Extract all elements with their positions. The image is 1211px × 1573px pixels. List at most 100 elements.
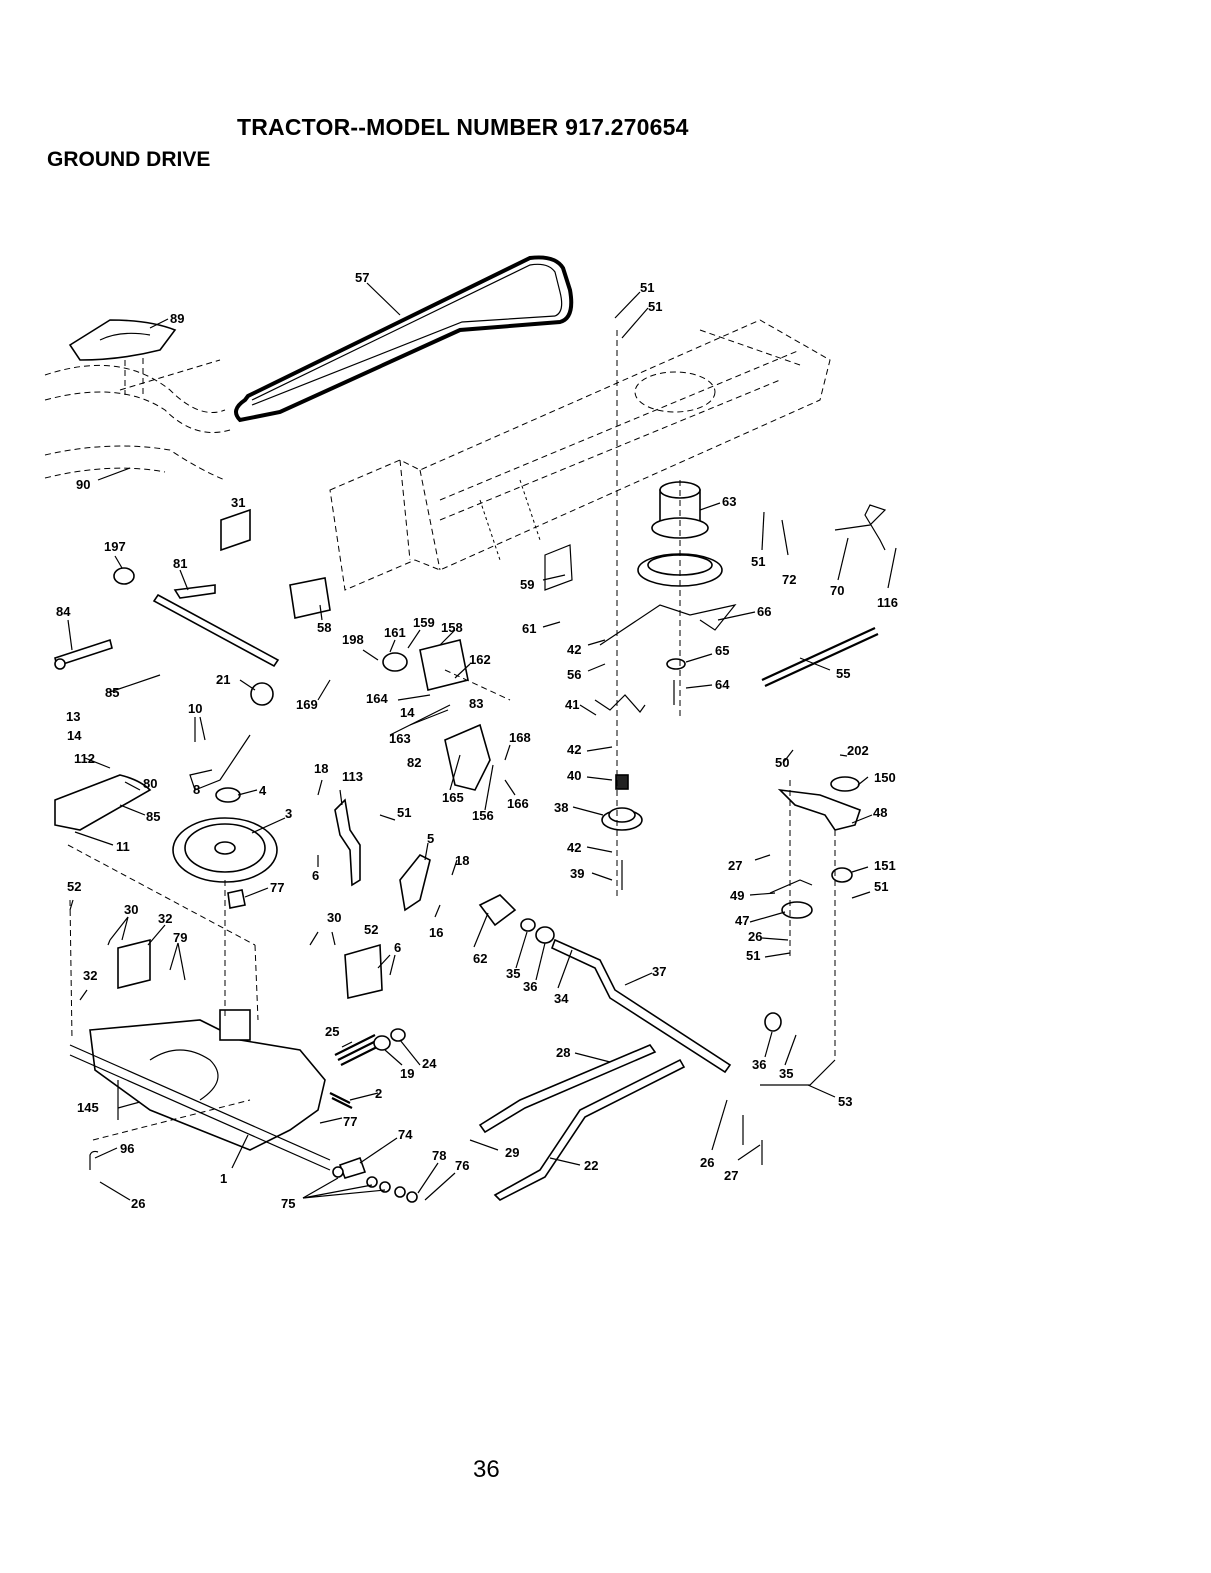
part-callout-8: 8 [193, 782, 200, 797]
part-callout-61: 61 [522, 621, 536, 636]
part-callout-51: 51 [751, 554, 765, 569]
part-callout-21: 21 [216, 672, 230, 687]
part-callout-65: 65 [715, 643, 729, 658]
alignment-lines [67, 330, 836, 1141]
part-callout-166: 166 [507, 796, 529, 811]
part-callout-30: 30 [327, 910, 341, 925]
part-callout-1: 1 [220, 1171, 227, 1186]
part-callout-24: 24 [422, 1056, 437, 1071]
part-callout-34: 34 [554, 991, 569, 1006]
part-callout-38: 38 [554, 800, 568, 815]
part-callout-25: 25 [325, 1024, 339, 1039]
part-callout-62: 62 [473, 951, 487, 966]
part-callout-4: 4 [259, 783, 267, 798]
part-callout-6: 6 [394, 940, 401, 955]
part-callout-70: 70 [830, 583, 844, 598]
part-callout-18: 18 [314, 761, 328, 776]
part-callout-35: 35 [506, 966, 520, 981]
part-callout-169: 169 [296, 697, 318, 712]
part-callout-49: 49 [730, 888, 744, 903]
part-callout-59: 59 [520, 577, 534, 592]
part-callout-90: 90 [76, 477, 90, 492]
part-callout-159: 159 [413, 615, 435, 630]
part-callout-27: 27 [728, 858, 742, 873]
part-callout-89: 89 [170, 311, 184, 326]
part-callout-51: 51 [397, 805, 411, 820]
part-callout-29: 29 [505, 1145, 519, 1160]
page-title: TRACTOR--MODEL NUMBER 917.270654 [237, 114, 689, 140]
part-callout-40: 40 [567, 768, 581, 783]
part-callout-52: 52 [364, 922, 378, 937]
part-callout-83: 83 [469, 696, 483, 711]
part-callout-50: 50 [775, 755, 789, 770]
part-callout-76: 76 [455, 1158, 469, 1173]
part-callout-158: 158 [441, 620, 463, 635]
part-callout-63: 63 [722, 494, 736, 509]
part-callout-28: 28 [556, 1045, 570, 1060]
part-callout-35: 35 [779, 1066, 793, 1081]
part-callout-56: 56 [567, 667, 581, 682]
page-number: 36 [473, 1456, 500, 1483]
part-callout-32: 32 [158, 911, 172, 926]
part-callout-52: 52 [67, 879, 81, 894]
part-callout-113: 113 [342, 769, 363, 784]
part-callout-30: 30 [124, 902, 138, 917]
part-callout-82: 82 [407, 755, 421, 770]
leader-lines [67, 282, 897, 1201]
fender-outline [44, 359, 231, 481]
part-callout-75: 75 [281, 1196, 295, 1211]
part-callout-85: 85 [146, 809, 160, 824]
part-callout-112: 112 [74, 751, 95, 766]
part-callout-36: 36 [752, 1057, 766, 1072]
part-callout-2: 2 [375, 1086, 382, 1101]
part-callout-162: 162 [469, 652, 491, 667]
part-callout-151: 151 [874, 858, 896, 873]
part-callout-10: 10 [188, 701, 202, 716]
part-callout-51: 51 [746, 948, 760, 963]
part-callout-96: 96 [120, 1141, 134, 1156]
part-callout-80: 80 [143, 776, 157, 791]
part-callout-53: 53 [838, 1094, 852, 1109]
part-callout-6: 6 [312, 868, 319, 883]
part-callout-165: 165 [442, 790, 464, 805]
part-callout-16: 16 [429, 925, 443, 940]
part-callout-66: 66 [757, 604, 771, 619]
part-callout-22: 22 [584, 1158, 598, 1173]
part-callout-202: 202 [847, 743, 869, 758]
part-callout-26: 26 [131, 1196, 145, 1211]
part-callout-5: 5 [427, 831, 434, 846]
part-callout-14: 14 [400, 705, 415, 720]
misc-parts [54, 481, 887, 1203]
part-callout-197: 197 [104, 539, 126, 554]
part-callout-156: 156 [472, 808, 494, 823]
part-callout-31: 31 [231, 495, 245, 510]
part-callout-198: 198 [342, 632, 364, 647]
part-callout-19: 19 [400, 1066, 414, 1081]
part-callout-164: 164 [366, 691, 388, 706]
part-callout-77: 77 [270, 880, 284, 895]
part-callout-57: 57 [355, 270, 369, 285]
part-callout-42: 42 [567, 840, 581, 855]
part-callout-78: 78 [432, 1148, 446, 1163]
part-callout-47: 47 [735, 913, 749, 928]
part-callout-168: 168 [509, 730, 531, 745]
part-callout-18: 18 [455, 853, 469, 868]
part-callout-51: 51 [640, 280, 654, 295]
part-callout-13: 13 [66, 709, 80, 724]
part-callout-84: 84 [56, 604, 71, 619]
part-callout-64: 64 [715, 677, 730, 692]
part-callout-26: 26 [700, 1155, 714, 1170]
part-callout-48: 48 [873, 805, 887, 820]
shift-plate [68, 319, 177, 395]
part-callout-55: 55 [836, 666, 850, 681]
part-callout-77: 77 [343, 1114, 357, 1129]
part-callout-11: 11 [116, 839, 130, 854]
tractor-frame [329, 319, 831, 591]
part-callout-37: 37 [652, 964, 666, 979]
drive-belt [234, 255, 574, 423]
part-callout-51: 51 [874, 879, 888, 894]
part-callout-116: 116 [877, 595, 898, 610]
part-callout-81: 81 [173, 556, 187, 571]
part-callout-74: 74 [398, 1127, 413, 1142]
